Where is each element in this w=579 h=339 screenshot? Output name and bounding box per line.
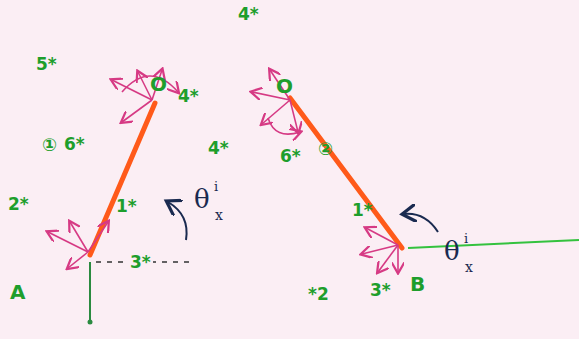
callout-number: 5* xyxy=(36,56,57,73)
callout-number: *2 xyxy=(308,286,329,303)
angle-symbol: θ xyxy=(194,186,210,212)
angle-symbol: i xyxy=(214,180,218,193)
callout-number: A xyxy=(10,282,25,302)
callout-number: 2* xyxy=(8,196,29,213)
callout-number: O xyxy=(150,74,167,94)
callout-number: 6* xyxy=(64,136,85,153)
callout-number: ① xyxy=(42,136,57,154)
angle-symbol: θ xyxy=(444,238,460,264)
callout-number: 4* xyxy=(178,88,199,105)
callout-number: O xyxy=(276,76,293,96)
callout-number: 4* xyxy=(238,6,259,23)
callout-number: 4* xyxy=(208,140,229,157)
callout-number: B xyxy=(410,274,425,294)
callout-number: 6* xyxy=(280,148,301,165)
callout-number: ② xyxy=(318,140,333,158)
callout-number: 3* xyxy=(370,282,391,299)
angle-symbol: x xyxy=(215,208,223,222)
callout-number: 1* xyxy=(352,202,373,219)
angle-symbol: x xyxy=(465,260,473,274)
callout-number: 3* xyxy=(128,254,153,271)
callout-number: 1* xyxy=(116,198,137,215)
angle-symbol: i xyxy=(464,232,468,245)
